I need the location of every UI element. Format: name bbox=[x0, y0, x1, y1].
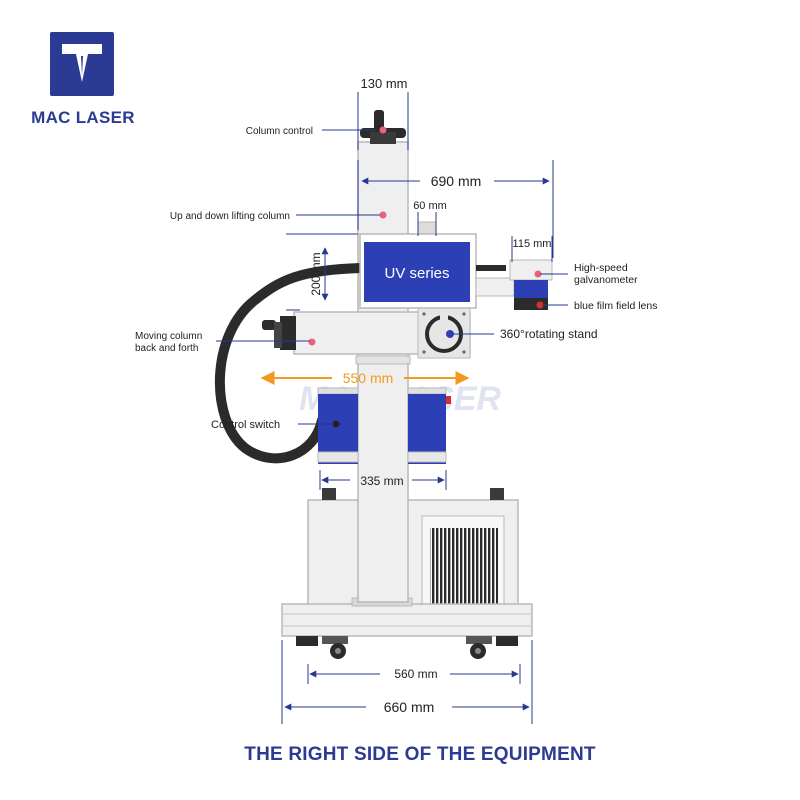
svg-text:335 mm: 335 mm bbox=[360, 474, 403, 488]
svg-text:Moving column: Moving column bbox=[135, 331, 202, 342]
svg-text:Control switch: Control switch bbox=[211, 419, 280, 431]
caster-wheels bbox=[296, 636, 518, 659]
svg-text:High-speed: High-speed bbox=[574, 262, 628, 274]
callout-field-lens: blue film field lens bbox=[542, 300, 657, 312]
svg-text:200 mm: 200 mm bbox=[309, 252, 323, 295]
dim-arm-span: 690 mm bbox=[357, 160, 554, 258]
uv-series-label: UV series bbox=[384, 265, 449, 282]
galvanometer-assembly bbox=[475, 259, 553, 310]
dim-base-width: 660 mm bbox=[281, 640, 533, 724]
cable bbox=[215, 263, 365, 464]
clamp-blocks bbox=[317, 387, 451, 464]
callout-column-control: Column control bbox=[246, 126, 376, 137]
svg-text:115 mm: 115 mm bbox=[513, 238, 552, 250]
svg-text:560 mm: 560 mm bbox=[394, 667, 437, 681]
callout-galvanometer: High-speed galvanometer bbox=[540, 262, 638, 286]
callout-rotating-stand: 360°rotating stand bbox=[452, 327, 598, 341]
chiller-grill bbox=[430, 528, 498, 606]
callout-lifting-column: Up and down lifting column bbox=[170, 211, 380, 222]
svg-text:60 mm: 60 mm bbox=[413, 200, 447, 212]
base-platform bbox=[281, 597, 533, 637]
column-control-handwheel bbox=[360, 110, 406, 144]
uv-laser-head: UV series bbox=[359, 221, 477, 309]
brand-logo: MAC LASER bbox=[28, 30, 138, 135]
laser-logo-icon bbox=[62, 44, 102, 82]
svg-text:130 mm: 130 mm bbox=[361, 76, 408, 91]
svg-text:550 mm: 550 mm bbox=[343, 370, 394, 386]
dim-column-width: 130 mm bbox=[357, 76, 409, 150]
dim-clamp-span: 335 mm bbox=[319, 470, 447, 490]
dim-handle-span: 550 mm bbox=[260, 370, 470, 386]
lifting-column bbox=[357, 141, 409, 603]
rotating-stand bbox=[417, 307, 471, 359]
logo-emblem bbox=[50, 32, 114, 96]
svg-text:Up and down lifting column: Up and down lifting column bbox=[170, 211, 290, 222]
svg-text:Column control: Column control bbox=[246, 126, 313, 137]
svg-text:back and forth: back and forth bbox=[135, 343, 198, 354]
dim-galvo-offset: 115 mm bbox=[511, 236, 553, 262]
footer-caption: THE RIGHT SIDE OF THE EQUIPMENT bbox=[244, 744, 596, 765]
dim-head-height: 200 mm bbox=[286, 233, 358, 311]
svg-text:galvanometer: galvanometer bbox=[574, 274, 638, 286]
svg-text:690 mm: 690 mm bbox=[431, 173, 482, 189]
dim-wheel-span: 560 mm bbox=[307, 664, 521, 684]
svg-text:660 mm: 660 mm bbox=[384, 699, 435, 715]
svg-text:blue film field lens: blue film field lens bbox=[574, 300, 657, 312]
callout-moving-column: Moving column back and forth bbox=[135, 331, 310, 354]
brand-name: MAC LASER bbox=[31, 108, 135, 127]
svg-text:360°rotating stand: 360°rotating stand bbox=[500, 327, 598, 341]
callout-control-switch: Control switch bbox=[211, 419, 334, 431]
base-cabinet bbox=[307, 488, 519, 609]
dim-head-offset: 60 mm bbox=[413, 200, 447, 236]
